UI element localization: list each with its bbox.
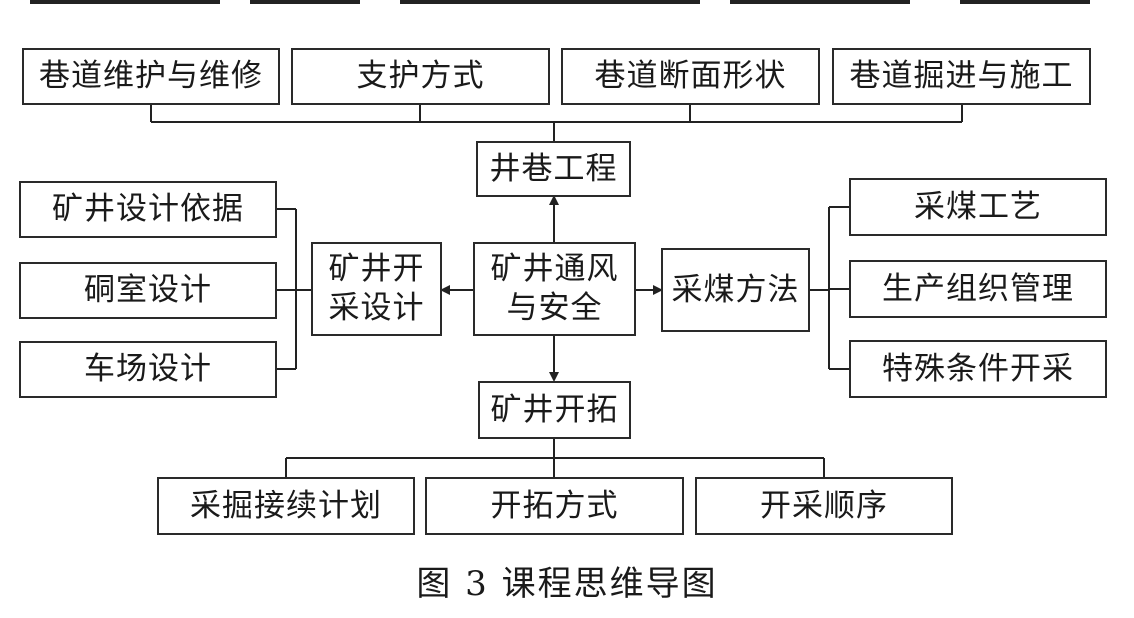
- node-ventilation-safety: 矿井通风与安全: [473, 242, 636, 336]
- node-chamber-design: 硐室设计: [19, 262, 277, 319]
- cropped-text-strip: [0, 0, 1134, 6]
- node-coal-mining-technology: 采煤工艺: [849, 178, 1107, 236]
- node-coal-mining-method: 采煤方法: [661, 248, 810, 332]
- node-section-shape: 巷道断面形状: [561, 48, 820, 105]
- node-mine-development: 矿井开拓: [478, 381, 631, 439]
- node-roadway-excavation: 巷道掘进与施工: [832, 48, 1091, 105]
- figure-caption: 图 3 课程思维导图: [416, 564, 718, 604]
- node-excavation-succession-plan: 采掘接续计划: [157, 477, 415, 535]
- node-production-management: 生产组织管理: [849, 260, 1107, 318]
- node-support-method: 支护方式: [291, 48, 550, 105]
- node-mining-sequence: 开采顺序: [695, 477, 953, 535]
- node-development-method: 开拓方式: [425, 477, 684, 535]
- node-special-conditions-mining: 特殊条件开采: [849, 340, 1107, 398]
- node-roadway-maintenance: 巷道维护与维修: [22, 48, 280, 105]
- node-shaft-roadway-engineering: 井巷工程: [476, 141, 631, 197]
- node-mine-mining-design: 矿井开采设计: [311, 242, 442, 336]
- node-yard-design: 车场设计: [19, 341, 277, 398]
- node-design-basis: 矿井设计依据: [19, 181, 277, 238]
